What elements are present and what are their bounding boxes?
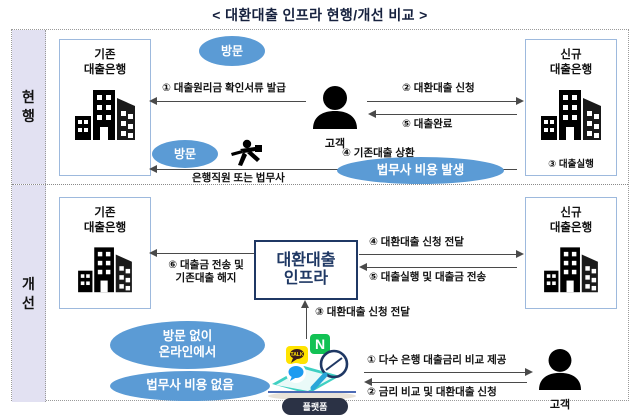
arrow-head-current-4 [149, 165, 157, 173]
side-label-improved-text: 개선 [22, 275, 35, 311]
step-label-current-5: ⑤ 대출완료 [402, 118, 453, 130]
step-label-improved-1: ① 다수 은행 대출금리 비교 제공 [367, 354, 507, 366]
infra-box-label: 대환대출 인프라 [276, 251, 336, 287]
arrow-head-current-1 [149, 97, 157, 105]
callout-visit-bottom: 방문 [152, 140, 218, 168]
bank-building-icon [73, 84, 137, 147]
step-label-current-1: ① 대출원리금 확인서류 발급 [162, 82, 286, 94]
bank-label-new: 신규 대출은행 [549, 207, 593, 234]
arrow-improved-6 [156, 253, 254, 254]
step-label-improved-4: ④ 대환대출 신청 전달 [369, 236, 464, 248]
svg-text:TALK: TALK [291, 352, 304, 358]
bank-label-existing: 기존 대출은행 [83, 49, 127, 76]
bank-label-new: 신규 대출은행 [549, 49, 593, 76]
arrow-head-improved-4 [516, 250, 524, 258]
step-label-improved-5: ⑤ 대출실행 및 대출금 전송 [369, 271, 487, 283]
bank-building-icon [541, 242, 601, 299]
step-label-improved-3: ③ 대환대출 신청 전달 [315, 306, 410, 318]
step-label-improved-2: ② 금리 비교 및 대환대출 신청 [367, 386, 497, 398]
step-label-courier: 은행직원 또는 법무사 [192, 172, 285, 184]
arrow-current-2 [367, 101, 517, 102]
arrow-head-current-2 [516, 97, 524, 105]
customer-label-improved: 고객 [549, 399, 571, 411]
step-label-improved-6: ⑥ 대출금 전송 및 기존대출 해지 [168, 259, 244, 285]
side-label-improved: 개선 [12, 185, 46, 402]
running-person-icon [228, 138, 268, 173]
arrow-improved-2 [371, 382, 527, 383]
arrow-head-improved-2 [364, 378, 372, 386]
arrow-head-improved-6 [149, 249, 157, 257]
svg-text:N: N [315, 336, 325, 352]
callout-scrivener-cost: 법무사 비용 발생 [337, 157, 504, 184]
arrow-head-improved-5 [359, 263, 367, 271]
bank-label-existing: 기존 대출은행 [83, 207, 127, 234]
side-label-current-text: 현행 [22, 89, 35, 124]
arrow-current-1 [156, 101, 306, 102]
customer-person-icon [539, 348, 581, 390]
customer-figure-current: 고객 [307, 85, 363, 150]
arrow-improved-4 [359, 254, 517, 255]
customer-label-current: 고객 [324, 138, 346, 150]
bank-box-existing-current: 기존 대출은행 [59, 39, 151, 176]
arrow-improved-3 [306, 307, 307, 339]
bank-box-new-improved: 신규 대출은행 [525, 197, 617, 309]
customer-person-icon [313, 86, 357, 129]
customer-figure-improved: 고객 [532, 348, 588, 411]
callout-no-scrivener-cost: 법무사 비용 없음 [110, 371, 270, 401]
bank-building-icon [75, 242, 135, 299]
callout-no-visit-online: 방문 없이 온라인에서 [110, 321, 265, 369]
step-label-current-4: ④ 기존대출 상환 [342, 147, 415, 159]
side-label-current: 현행 [12, 30, 46, 184]
bank-note-loan-execution: ③ 대출실행 [548, 159, 594, 170]
bank-box-new-current: 신규 대출은행 [525, 39, 617, 176]
arrow-improved-1 [364, 372, 526, 373]
arrow-head-improved-1 [525, 368, 533, 376]
diagram-frame: 현행 기존 대출은행 [11, 29, 629, 415]
infra-box: 대환대출 인프라 [254, 240, 358, 300]
arrow-current-4 [156, 169, 517, 170]
section-improved: 개선 기존 대출은행 [12, 185, 628, 415]
platform-apps-icon: N TALK 플랫폼 [264, 332, 368, 420]
platform-caption: 플랫폼 [282, 398, 348, 415]
bank-box-existing-improved: 기존 대출은행 [59, 197, 151, 309]
arrow-head-improved-3 [301, 300, 309, 308]
callout-visit-top: 방문 [199, 36, 265, 66]
arrow-current-5 [375, 114, 517, 115]
section-current: 현행 기존 대출은행 [12, 30, 628, 185]
arrow-improved-5 [366, 267, 517, 268]
bank-building-icon [539, 84, 603, 147]
page-title: < 대환대출 인프라 현행/개선 비교 > [212, 7, 428, 23]
step-label-current-2: ② 대환대출 신청 [402, 82, 475, 94]
arrow-head-current-5 [368, 110, 376, 118]
